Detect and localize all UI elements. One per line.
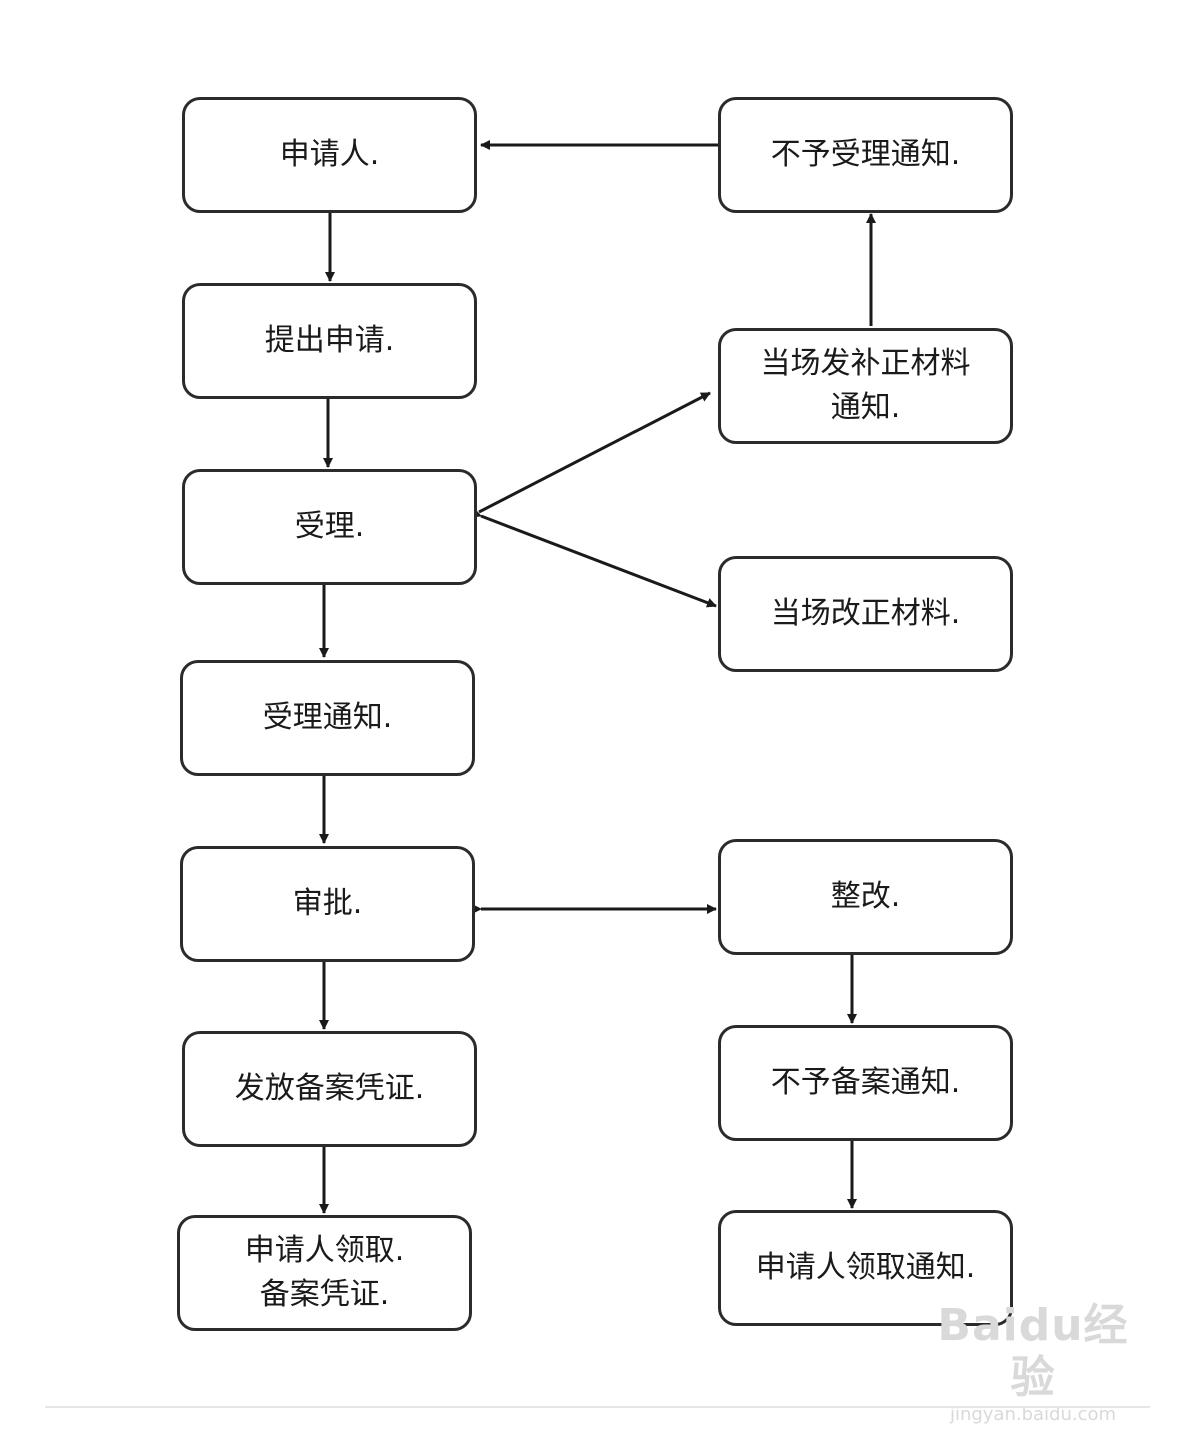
node-applicant-label: 申请人. (279, 137, 380, 172)
bottom-divider (45, 1406, 1150, 1408)
node-accept: 受理. (182, 469, 477, 585)
node-supplement-notice-label: 当场发补正材料 通知. (760, 346, 971, 425)
node-collect-certificate-label: 申请人领取. 备案凭证. (244, 1233, 405, 1312)
node-collect-notice: 申请人领取通知. (718, 1210, 1013, 1326)
node-applicant: 申请人. (182, 97, 477, 213)
node-no-filing-notice: 不予备案通知. (718, 1025, 1013, 1141)
arrow-accept-to-supplement (478, 391, 711, 514)
node-approve: 审批. (180, 846, 475, 962)
baidu-jingyan-watermark: Baidu经验 jingyan.baidu.com (918, 1300, 1148, 1426)
watermark-logo-text: Baidu经验 (937, 1300, 1129, 1403)
node-issue-certificate: 发放备案凭证. (182, 1031, 477, 1147)
node-submit-application-label: 提出申请. (264, 323, 395, 358)
node-collect-certificate: 申请人领取. 备案凭证. (177, 1215, 472, 1331)
node-rectify-label: 整改. (830, 879, 901, 914)
node-accept-notice: 受理通知. (180, 660, 475, 776)
node-approve-label: 审批. (292, 886, 363, 921)
node-reject-notice-label: 不予受理通知. (770, 137, 961, 172)
node-rectify: 整改. (718, 839, 1013, 955)
node-supplement-notice: 当场发补正材料 通知. (718, 328, 1013, 444)
node-accept-notice-label: 受理通知. (262, 700, 393, 735)
node-issue-certificate-label: 发放备案凭证. (234, 1071, 425, 1106)
arrow-accept-to-correct (470, 508, 717, 608)
node-correct-materials-label: 当场改正材料. (770, 596, 961, 631)
node-accept-label: 受理. (294, 509, 365, 544)
node-reject-notice: 不予受理通知. (718, 97, 1013, 213)
node-correct-materials: 当场改正材料. (718, 556, 1013, 672)
node-collect-notice-label: 申请人领取通知. (755, 1250, 976, 1285)
node-no-filing-notice-label: 不予备案通知. (770, 1065, 961, 1100)
node-submit-application: 提出申请. (182, 283, 477, 399)
watermark-url-text: jingyan.baidu.com (949, 1404, 1117, 1425)
